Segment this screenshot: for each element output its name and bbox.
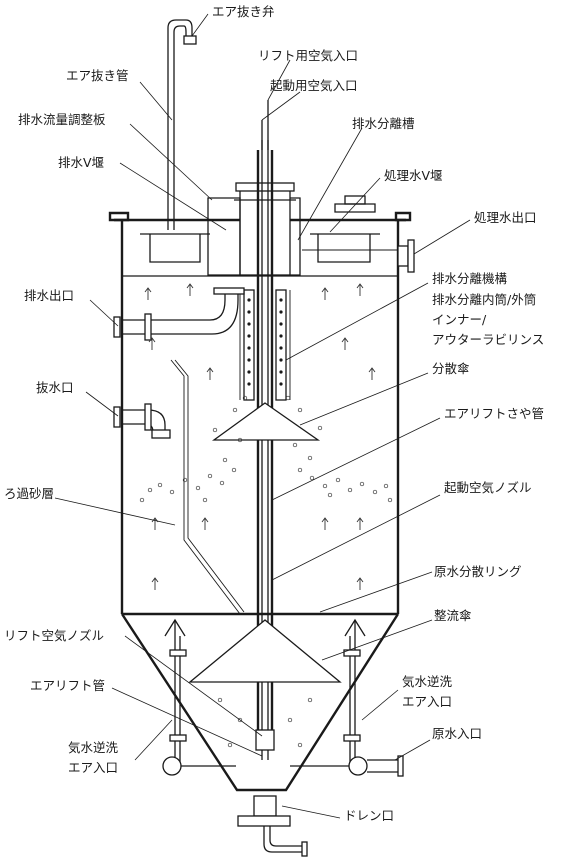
label-air-vent-valve: エア抜き弁	[212, 4, 275, 19]
drain-port	[237, 795, 308, 857]
label-backwash-left-1: 気水逆洗	[68, 740, 119, 755]
label-start-air-nozzle: 起動空気ノズル	[444, 480, 532, 495]
sand-particles	[139, 395, 393, 748]
label-raw-water-inlet: 原水入口	[432, 726, 482, 741]
label-drain-port: ドレン口	[344, 808, 394, 823]
label-separation-cylinders: 排水分離内筒/外筒	[432, 292, 536, 307]
label-sand-layer: ろ過砂層	[4, 486, 54, 501]
label-separation-mechanism: 排水分離機構	[432, 271, 508, 286]
labels: エア抜き弁 リフト用空気入口 起動用空気入口 エア抜き管 排水流量調整板 排水分…	[4, 4, 544, 823]
labyrinth-dots	[247, 298, 283, 386]
label-lift-air-nozzle: リフト空気ノズル	[4, 628, 104, 643]
label-treated-v-weir: 処理水V堰	[384, 168, 443, 183]
label-water-extract: 抜水口	[36, 380, 74, 395]
label-drain-flow-plate: 排水流量調整板	[18, 112, 106, 127]
label-drain-separation-tank: 排水分離槽	[352, 116, 415, 131]
leader-lines	[54, 13, 471, 819]
label-backwash-left-2: エア入口	[68, 760, 118, 775]
label-dispersion-umbrella: 分散傘	[432, 361, 470, 376]
label-airlift-pipe: エアリフト管	[30, 678, 105, 693]
label-drain-outlet: 排水出口	[24, 288, 74, 303]
label-raw-water-ring: 原水分散リング	[434, 564, 522, 579]
label-flow-umbrella: 整流傘	[434, 608, 472, 623]
flow-arrows	[144, 283, 376, 590]
drain-outlet	[113, 287, 245, 341]
label-airlift-sleeve: エアリフトさや管	[444, 406, 544, 421]
label-backwash-right-1: 気水逆洗	[402, 674, 453, 689]
label-lift-air-inlet: リフト用空気入口	[258, 48, 358, 63]
raw-water-ring	[162, 618, 404, 777]
flow-umbrella	[188, 619, 342, 683]
label-backwash-right-2: エア入口	[402, 694, 452, 709]
label-treated-outlet: 処理水出口	[474, 210, 537, 225]
label-labyrinth: アウターラビリンス	[432, 332, 544, 347]
label-air-vent-pipe: エア抜き管	[66, 68, 129, 83]
separation-tank	[207, 182, 376, 276]
air-vent-pipe	[167, 19, 245, 615]
dispersion-umbrella	[211, 402, 321, 441]
label-start-air-inlet: 起動用空気入口	[270, 78, 358, 93]
label-inner-outer: インナー/	[432, 312, 487, 327]
label-drain-v-weir: 排水V堰	[58, 155, 104, 170]
water-extract	[113, 403, 171, 439]
